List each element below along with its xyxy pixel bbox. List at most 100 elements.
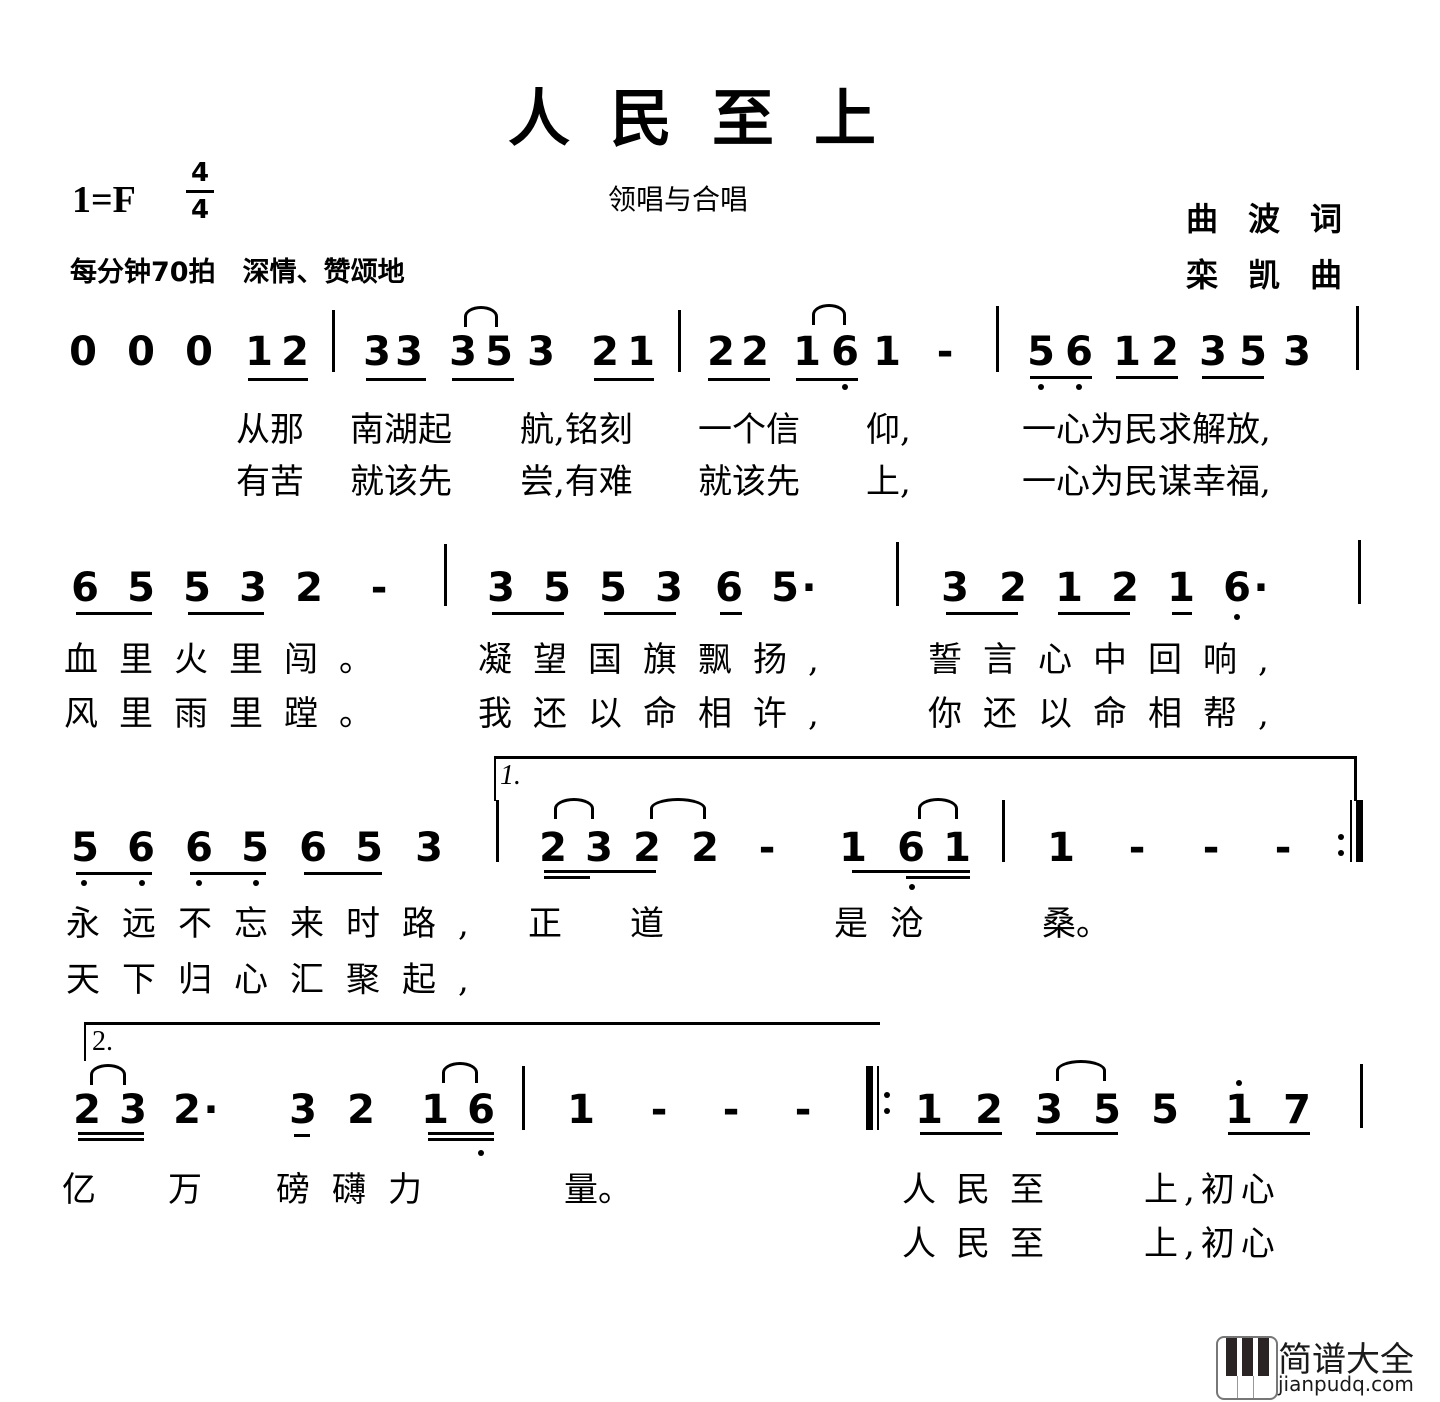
repeat-end-thick-bar	[1356, 800, 1363, 862]
note: 1	[1113, 329, 1141, 375]
note: 0	[69, 329, 97, 375]
underline	[604, 612, 676, 615]
note: 3	[119, 1087, 147, 1133]
note: 3	[585, 825, 613, 871]
note: 7	[1283, 1087, 1311, 1133]
watermark-name: 简谱大全	[1278, 1340, 1414, 1380]
underline	[76, 612, 152, 615]
lyric: 航,铭刻	[520, 410, 633, 450]
note: 5	[183, 565, 211, 611]
augmentation-dot: ·	[203, 1087, 219, 1133]
lyric: 就该先	[698, 462, 800, 502]
note: 6	[1223, 565, 1251, 611]
note: 3	[941, 565, 969, 611]
underline	[452, 378, 514, 381]
underline	[304, 872, 382, 875]
performance-note: 领唱与合唱	[608, 183, 749, 216]
barline	[678, 310, 681, 372]
note: 1	[421, 1087, 449, 1133]
underline-second	[428, 1138, 494, 1141]
lyric: 万	[168, 1170, 202, 1210]
note: 6	[467, 1087, 495, 1133]
lower-octave-dot	[1234, 614, 1240, 620]
repeat-start-thick-bar	[866, 1066, 873, 1130]
underline	[1228, 1132, 1310, 1135]
lower-octave-dot	[139, 880, 145, 886]
note: 6	[831, 329, 859, 375]
note: 2	[975, 1087, 1003, 1133]
key-signature: 1=F	[72, 179, 136, 221]
lyric: 一个信	[698, 410, 800, 450]
lyric: 是沧	[834, 904, 946, 944]
repeat-dot	[1338, 850, 1344, 856]
underline	[366, 378, 426, 381]
lyric: 一心为民求解放,	[1022, 410, 1271, 450]
underline	[720, 612, 742, 615]
underline	[1172, 612, 1192, 615]
second-ending-bracket	[84, 1022, 880, 1061]
watermark-url: jianpudq.com	[1278, 1372, 1414, 1396]
lyric: 正	[528, 904, 562, 944]
note: 5	[599, 565, 627, 611]
barline	[896, 542, 899, 606]
lower-octave-dot	[196, 880, 202, 886]
lyric: 誓言心中回响,	[928, 640, 1290, 680]
repeat-start-thin-bar	[877, 1066, 879, 1130]
tie-arc	[554, 798, 594, 819]
time-signature-top: 4	[190, 158, 210, 188]
lower-octave-dot	[1076, 384, 1082, 390]
lyric: 量。	[564, 1170, 632, 1210]
note: 3	[239, 565, 267, 611]
barline	[1360, 1064, 1363, 1128]
underline	[544, 870, 656, 873]
lyric: 南湖起	[350, 410, 452, 450]
time-signature-bar	[186, 190, 214, 193]
underline	[188, 612, 264, 615]
lyric: 你还以命相帮,	[928, 694, 1290, 734]
barline	[444, 544, 447, 606]
lyric: 尝,有难	[520, 462, 633, 502]
lower-octave-dot	[1038, 384, 1044, 390]
first-ending-bracket	[494, 756, 1357, 801]
augmentation-dot: ·	[1253, 565, 1269, 611]
underline	[190, 872, 266, 875]
note: 3	[527, 329, 555, 375]
underline-second	[544, 876, 590, 879]
note: 5	[485, 329, 513, 375]
note: 6	[897, 825, 925, 871]
underline	[852, 870, 970, 873]
tie-arc	[1056, 1060, 1106, 1081]
lyric: 风里雨里蹚。	[64, 694, 394, 734]
note: 6	[185, 825, 213, 871]
note: 2	[347, 1087, 375, 1133]
note: 3	[449, 329, 477, 375]
note-dash: -	[758, 825, 776, 871]
time-signature-bottom: 4	[190, 195, 210, 225]
note: 3	[655, 565, 683, 611]
note: 5	[241, 825, 269, 871]
note: 5	[355, 825, 383, 871]
lyric: 天下归心汇聚起,	[66, 960, 491, 1000]
repeat-dot	[1338, 834, 1344, 840]
note: 1	[793, 329, 821, 375]
first-ending-label: 1.	[500, 760, 521, 791]
lower-octave-dot	[909, 884, 915, 890]
underline	[1116, 376, 1178, 379]
note: 5	[127, 565, 155, 611]
lyric: 就该先	[350, 462, 452, 502]
underline	[708, 378, 770, 381]
note: 3	[1035, 1087, 1063, 1133]
tie-arc	[812, 304, 846, 325]
note: 2	[281, 329, 309, 375]
note: 5	[1027, 329, 1055, 375]
note: 2	[999, 565, 1027, 611]
note: 3	[1283, 329, 1311, 375]
note: 3	[487, 565, 515, 611]
underline	[428, 1132, 494, 1135]
note-dash: -	[1202, 825, 1220, 871]
note: 2	[591, 329, 619, 375]
note: 1	[1055, 565, 1083, 611]
lyric: 有苦	[236, 462, 304, 502]
underline	[1030, 376, 1092, 379]
underline	[920, 1132, 1002, 1135]
